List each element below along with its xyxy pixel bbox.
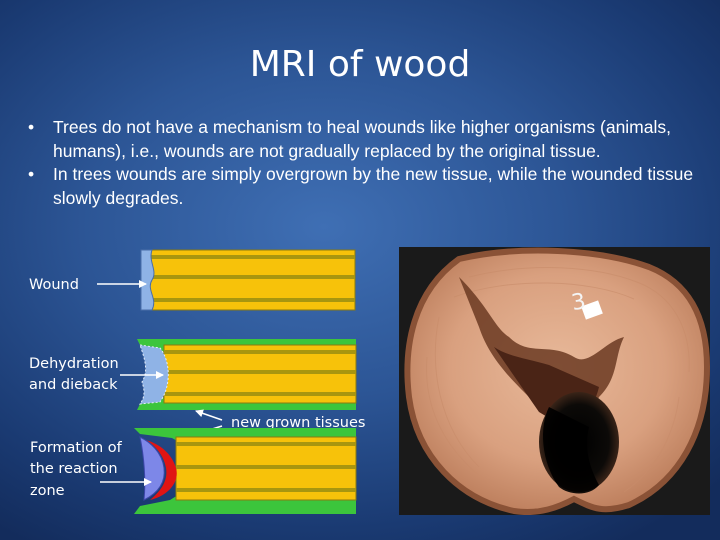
tree-cross-section-photo: 3 — [399, 247, 710, 515]
slide-title: MRI of wood — [249, 44, 471, 85]
bullet-text: In trees wounds are simply overgrown by … — [53, 164, 694, 208]
label-wound: Wound — [29, 277, 79, 293]
bullet-text: Trees do not have a mechanism to heal wo… — [53, 117, 671, 161]
bullet-item: • Trees do not have a mechanism to heal … — [28, 116, 698, 163]
arrow-new-tissue-upper — [195, 409, 223, 421]
bullet-marker: • — [28, 117, 35, 137]
wound-notch-shape — [140, 249, 155, 311]
label-formation-line3: zone — [30, 483, 65, 499]
reaction-zone-red-shape — [146, 440, 177, 500]
wood-section-dehydration — [137, 339, 357, 410]
label-dehydration-line1: Dehydration — [29, 356, 119, 372]
sample-number: 3 — [570, 289, 588, 316]
bullet-item: • In trees wounds are simply overgrown b… — [28, 163, 698, 210]
wood-section-wound — [140, 249, 356, 311]
label-new-grown-tissues: new grown tissues — [231, 415, 366, 431]
label-formation-line1: Formation of — [30, 440, 122, 456]
bullet-marker: • — [28, 164, 35, 184]
label-formation-line2: the reaction — [30, 461, 118, 477]
sample-tag — [581, 300, 603, 320]
wood-section-reaction-zone — [134, 428, 357, 514]
label-dehydration-line2: and dieback — [29, 377, 118, 393]
bullet-list: • Trees do not have a mechanism to heal … — [28, 116, 698, 210]
